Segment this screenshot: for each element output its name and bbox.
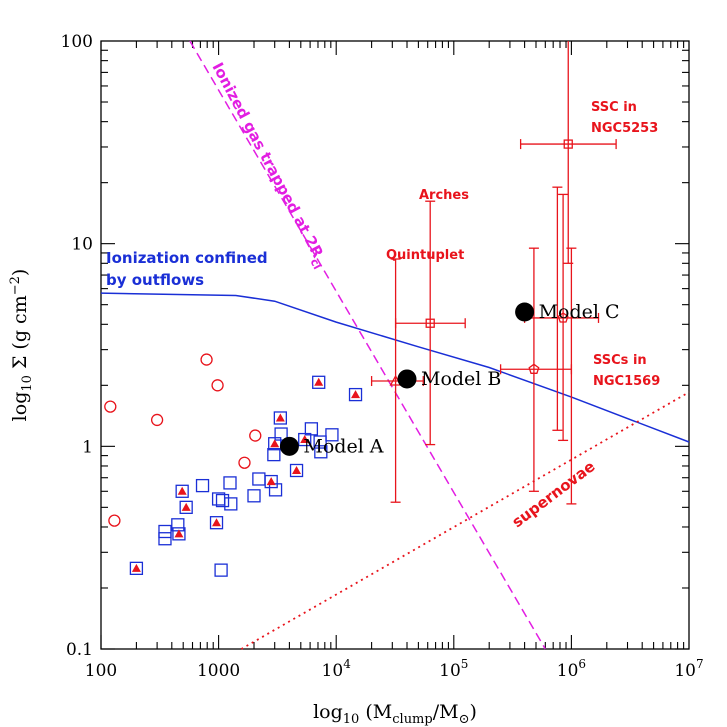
model-points: Model A Model B Model C — [279, 301, 620, 457]
supernovae-label: supernovae — [509, 457, 599, 531]
ssc1569-label-line1: SSCs in — [593, 353, 647, 368]
triangle-point — [270, 439, 280, 448]
square-point — [325, 428, 339, 442]
plot-frame — [100, 40, 690, 650]
triangle-point — [181, 502, 191, 511]
trapped-label: Ionized gas trapped at 2Rcl — [205, 59, 332, 271]
triangle-point — [177, 486, 187, 495]
square-point — [209, 516, 224, 530]
trapped-line — [189, 40, 546, 650]
triangle-point — [292, 465, 302, 474]
square-point — [158, 524, 172, 539]
triangle-point — [266, 477, 276, 486]
ticks — [100, 41, 689, 650]
arches-label: Arches — [419, 188, 469, 203]
model-label: Model B — [421, 368, 501, 390]
quintuplet-label: Quintuplet — [386, 248, 464, 263]
triangle-point — [174, 529, 184, 538]
square-point — [175, 484, 189, 498]
square-point — [313, 435, 327, 449]
ssc1569-label-line2: NGC1569 — [593, 374, 660, 389]
square-point — [179, 500, 193, 514]
square-point — [172, 527, 186, 541]
ssc5253-label-line1: SSC in — [591, 100, 637, 115]
x-tick-label: 105 — [439, 657, 468, 681]
square-point — [214, 563, 228, 577]
outflows-label-line1: Ionization confined — [106, 249, 268, 267]
open-circle-point — [108, 514, 121, 527]
model-label: Model C — [539, 301, 620, 323]
square-point — [158, 532, 172, 546]
open-circle-point — [200, 353, 213, 366]
open-circle-point — [150, 413, 164, 427]
outflows-label-line2: by outflows — [106, 271, 204, 289]
x-tick-label: 104 — [322, 657, 352, 681]
square-point — [252, 472, 266, 486]
square-point — [289, 463, 304, 478]
x-tick-label: 106 — [557, 657, 586, 681]
square-point — [312, 375, 326, 389]
triangle-point — [314, 377, 324, 386]
cluster-marker — [425, 318, 435, 328]
trapped-label-sub: cl — [307, 256, 323, 271]
square-point — [268, 483, 283, 497]
error-bars — [370, 41, 617, 505]
cluster-marker — [528, 363, 540, 374]
square-point — [274, 427, 288, 441]
model-point — [279, 436, 299, 456]
cluster-marker — [557, 312, 569, 323]
square-point — [223, 476, 237, 490]
square-point — [264, 474, 278, 489]
square-point — [195, 478, 210, 493]
x-tick-label: 107 — [674, 657, 703, 681]
ssc5253-label-line2: NGC5253 — [591, 121, 658, 136]
model-point — [397, 369, 417, 389]
square-point — [215, 493, 230, 508]
data-points — [104, 353, 363, 577]
square-point — [273, 411, 287, 425]
open-circle-point — [211, 379, 224, 392]
triangle-point — [351, 390, 361, 399]
trapped-label-main: Ionized gas trapped at 2R — [208, 59, 327, 261]
y-tick-label: 0.1 — [66, 640, 93, 660]
cluster-marker — [563, 139, 573, 149]
model-label: Model A — [303, 435, 383, 457]
supernovae-line — [240, 391, 690, 650]
triangle-point — [300, 435, 310, 444]
y-axis-title: log10 Σ (g cm−2) — [8, 269, 35, 422]
y-tick-label: 100 — [61, 32, 93, 52]
x-axis-title: log10 (Mclump/M⊙) — [313, 701, 477, 727]
tick-labels: 100 1000 104 105 106 107 0.1 1 10 100 — [61, 32, 704, 681]
square-point — [247, 489, 261, 503]
square-point — [314, 445, 328, 459]
y-tick-label: 10 — [71, 235, 93, 255]
open-circle-point — [249, 429, 262, 442]
square-point — [171, 518, 185, 532]
square-point — [267, 447, 281, 462]
square-point — [129, 561, 144, 576]
triangle-point — [212, 518, 222, 527]
model-point — [515, 302, 535, 322]
square-point — [304, 422, 319, 436]
triangle-point — [275, 413, 285, 422]
open-circle-point — [238, 456, 251, 469]
square-point — [224, 497, 238, 511]
y-tick-label: 1 — [82, 437, 93, 457]
square-point — [348, 387, 363, 402]
x-tick-label: 100 — [85, 661, 117, 681]
x-tick-label: 1000 — [197, 661, 240, 681]
triangle-point — [131, 563, 141, 572]
open-circle-point — [104, 400, 117, 413]
